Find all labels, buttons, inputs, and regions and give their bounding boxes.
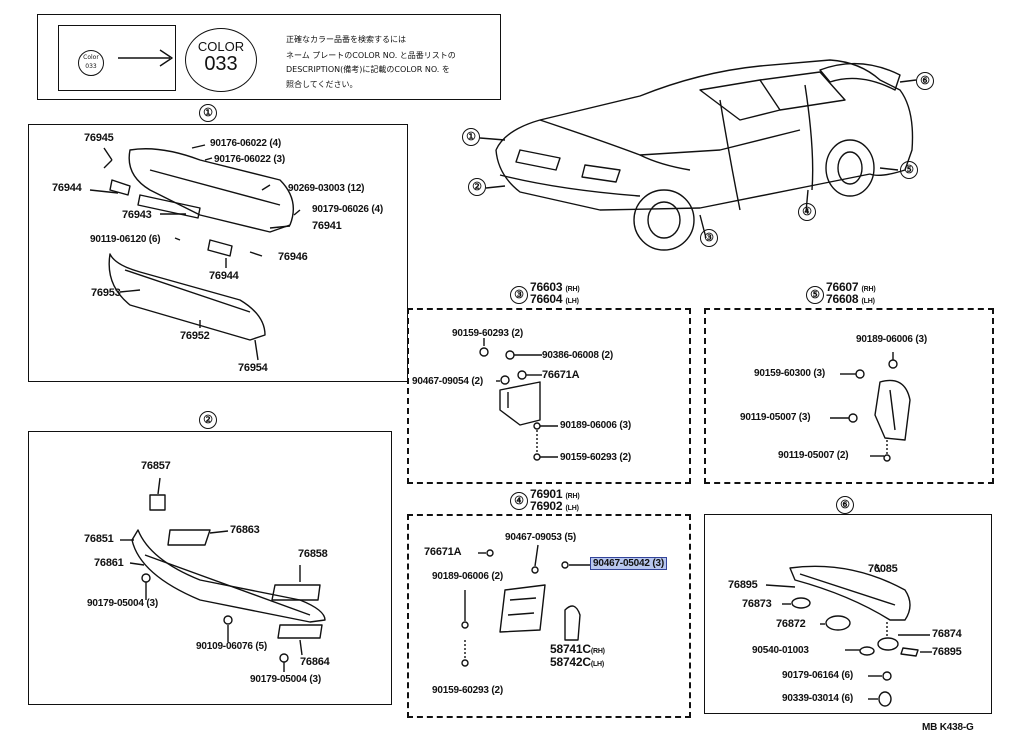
part-label[interactable]: 90179-06164 (6) — [782, 670, 853, 681]
part-label[interactable]: 76671A — [542, 369, 580, 381]
color-arrow-icon — [118, 49, 173, 67]
color-note-line-2: ネーム プレートのCOLOR NO. と品番リストの — [286, 51, 456, 60]
part-label[interactable]: 76954 — [238, 362, 268, 374]
highlighted-part-label[interactable]: 90467-05042 (3) — [590, 557, 667, 570]
panel-3-mudguard-front — [407, 308, 691, 484]
name-plate-illustration — [58, 25, 176, 91]
part-label[interactable]: 90159-60293 (2) — [432, 685, 503, 696]
panel-5-title-lh: 76608 (LH) — [826, 292, 875, 306]
panel-1-marker[interactable]: ① — [199, 104, 217, 122]
part-label[interactable]: 76943 — [122, 209, 152, 221]
figure-code: MB K438-G — [922, 722, 974, 733]
front-spoiler-part — [128, 148, 294, 233]
part-label[interactable]: 90189-06006 (3) — [856, 334, 927, 345]
panel-4-title-rh: 76901 (RH) — [530, 487, 580, 501]
part-label[interactable]: 90159-60293 (2) — [452, 328, 523, 339]
panel-4-title-lh: 76902 (LH) — [530, 499, 579, 513]
molding-part — [564, 605, 581, 641]
part-label[interactable]: 76874 — [932, 628, 962, 640]
part-label[interactable]: 76085 — [868, 563, 898, 575]
rear-wheel — [825, 139, 875, 197]
panel-6-rear-spoiler — [704, 514, 992, 714]
part-label[interactable]: 90179-05004 (3) — [87, 598, 158, 609]
part-label-rh[interactable]: 58741C(RH) — [550, 642, 605, 656]
part-label[interactable]: 76944 — [52, 182, 82, 194]
panel-1-front-spoiler — [28, 124, 408, 382]
part-label[interactable]: 76861 — [94, 557, 124, 569]
front-lip-part — [131, 529, 326, 623]
part-label[interactable]: 76953 — [91, 287, 121, 299]
part-label[interactable]: 76851 — [84, 533, 114, 545]
part-label[interactable]: 90189-06006 (2) — [432, 571, 503, 582]
mudguard-rear-part — [874, 379, 911, 441]
part-label[interactable]: 90189-06006 (3) — [560, 420, 631, 431]
car-marker-3[interactable]: ③ — [700, 229, 718, 247]
spoiler-lower-part — [108, 253, 266, 341]
part-label[interactable]: 76857 — [141, 460, 171, 472]
part-label[interactable]: 76941 — [312, 220, 342, 232]
color-word: COLOR — [197, 39, 245, 54]
part-label[interactable]: 90176-06022 (4) — [210, 138, 281, 149]
part-label[interactable]: 90540-01003 — [752, 645, 809, 656]
part-label[interactable]: 90339-03014 (6) — [782, 693, 853, 704]
part-label[interactable]: 90386-06008 (2) — [542, 350, 613, 361]
panel-5-title-rh: 76607 (RH) — [826, 280, 876, 294]
color-note-line-1: 正確なカラー品番を検索するには — [286, 35, 406, 44]
part-label[interactable]: 76671A — [424, 546, 462, 558]
rear-spoiler-part — [789, 565, 911, 621]
panel-2-marker[interactable]: ② — [199, 411, 217, 429]
panel-5-marker[interactable]: ⑤ — [806, 286, 824, 304]
car-marker-6[interactable]: ⑥ — [916, 72, 934, 90]
part-label[interactable]: 76864 — [300, 656, 330, 668]
part-label[interactable]: 90269-03003 (12) — [288, 183, 365, 194]
front-wheel — [633, 189, 695, 251]
part-label[interactable]: 90159-60293 (2) — [560, 452, 631, 463]
name-plate-mini-text: Color 033 — [78, 50, 104, 76]
part-label[interactable]: 76872 — [776, 618, 806, 630]
part-label[interactable]: 76895 — [728, 579, 758, 591]
rear-wing — [819, 62, 901, 91]
color-note-line-4: 照合してください。 — [286, 80, 358, 89]
part-label[interactable]: 76945 — [84, 132, 114, 144]
color-code-circle: COLOR 033 — [185, 28, 257, 92]
panel-4-side-protector — [407, 514, 691, 718]
part-label[interactable]: 90179-06026 (4) — [312, 204, 383, 215]
panel-4-marker[interactable]: ④ — [510, 492, 528, 510]
color-code: 033 — [204, 53, 238, 75]
color-note-box — [37, 14, 501, 100]
part-label[interactable]: 90467-09053 (5) — [505, 532, 576, 543]
part-label[interactable]: 90179-05004 (3) — [250, 674, 321, 685]
panel-3-marker[interactable]: ③ — [510, 286, 528, 304]
part-label[interactable]: 76895 — [932, 646, 962, 658]
car-marker-5[interactable]: ⑤ — [900, 161, 918, 179]
panel-2-front-lip — [28, 431, 392, 705]
part-label[interactable]: 90119-05007 (3) — [740, 412, 811, 423]
panel-3-title-lh: 76604 (LH) — [530, 292, 579, 306]
part-label[interactable]: 90119-05007 (2) — [778, 450, 849, 461]
color-note-line-3: DESCRIPTION(備考)に記載のCOLOR NO. を — [286, 65, 450, 74]
panel-5-mudguard-rear — [704, 308, 994, 484]
car-marker-1[interactable]: ① — [462, 128, 480, 146]
part-label-lh[interactable]: 58742C(LH) — [550, 655, 605, 669]
car-marker-4[interactable]: ④ — [798, 203, 816, 221]
mudguard-front-part — [499, 381, 541, 426]
panel-3-title-rh: 76603 (RH) — [530, 280, 580, 294]
part-label[interactable]: 90176-06022 (3) — [214, 154, 285, 165]
part-label[interactable]: 90159-60300 (3) — [754, 368, 825, 379]
part-label[interactable]: 76946 — [278, 251, 308, 263]
car-marker-2[interactable]: ② — [468, 178, 486, 196]
part-label[interactable]: 76858 — [298, 548, 328, 560]
part-label[interactable]: 76873 — [742, 598, 772, 610]
part-label[interactable]: 76863 — [230, 524, 260, 536]
part-label[interactable]: 76944 — [209, 270, 239, 282]
part-label[interactable]: 90109-06076 (5) — [196, 641, 267, 652]
panel-6-marker[interactable]: ⑥ — [836, 496, 854, 514]
part-label[interactable]: 90119-06120 (6) — [90, 234, 161, 245]
part-label[interactable]: 76952 — [180, 330, 210, 342]
side-protector-part — [499, 584, 546, 633]
part-label[interactable]: 90467-09054 (2) — [412, 376, 483, 387]
